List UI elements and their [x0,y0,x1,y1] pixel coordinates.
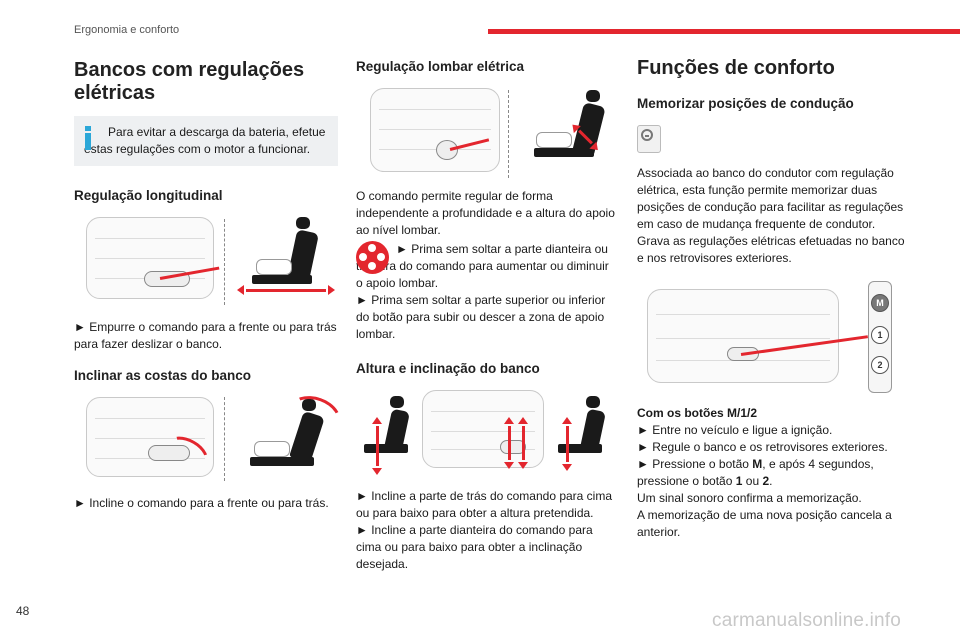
text-memory-para1: Associada ao banco do condutor com regul… [637,166,904,231]
seat-side-view-lumbar [518,88,608,174]
figure-longitudinal [74,213,338,309]
lumbar-step1-block: ► Prima sem soltar a parte dianteira ou … [356,241,618,292]
column-lumbar-height: Regulação lombar elétrica O comando perm… [356,50,618,573]
figure-lumbar [356,84,618,180]
height-arrow-rear [372,417,382,475]
heading-height: Altura e inclinação do banco [356,361,540,376]
tilt-arrow-front [562,417,572,471]
seat-cushion-illustration-3 [370,88,500,172]
text-memory-step1: ► Entre no veículo e ligue a ignição. [637,423,833,437]
lumbar-control-icon [356,241,389,274]
seat-side-view [244,217,334,303]
heading-lumbar: Regulação lombar elétrica [356,59,525,74]
memory-m-button[interactable]: M [871,294,889,312]
text-longitudinal: ► Empurre o comando para a frente ou par… [74,320,337,351]
text-memory-step2: ► Regule o banco e os retrovisores exter… [637,440,888,454]
steering-wheel-memory-icon [637,125,661,153]
text-height-step2: ► Incline a parte dianteira do comando p… [356,523,593,571]
memory-button-panel: M 1 2 [868,281,892,393]
battery-notice: Para evitar a descarga da bateria, efetu… [74,116,338,166]
column-seat-settings: Bancos com regulações elétricas Para evi… [74,50,348,512]
text-height-step1: ► Incline a parte de trás do comando par… [356,489,613,520]
text-memory-confirm: Um sinal sonoro confirma a memorização. [637,491,862,505]
lumbar-switch [436,140,458,160]
height-arrow-switch-a [504,417,514,469]
heading-longitudinal: Regulação longitudinal [74,188,223,203]
backrest-switch [148,445,190,461]
page-number: 48 [16,604,30,618]
height-arrow-switch-b [518,417,528,469]
slide-arrow [237,285,335,295]
text-memory-para2: Grava as regulações elétricas efetuadas … [637,234,905,265]
section-title-electric-seats: Bancos com regulações elétricas [74,59,305,104]
figure-memory: M 1 2 [637,281,905,393]
battery-notice-text: Para evitar a descarga da bateria, efetu… [84,125,326,156]
seat-cushion-illustration-2 [86,397,214,477]
memory-2-button[interactable]: 2 [871,356,889,374]
header-accent-bar [488,29,960,34]
seat-side-view-height-rear [360,390,420,472]
figure-backrest [74,388,348,485]
seat-side-view-height-front [552,390,612,472]
text-lumbar-intro: O comando permite regular de forma indep… [356,189,615,237]
height-switch [500,440,526,454]
text-backrest: ► Incline o comando para a frente ou par… [74,496,329,510]
section-title-comfort: Funções de conforto [637,57,835,79]
watermark: carmanualsonline.info [712,610,902,631]
figure-divider [224,219,225,305]
seat-side-view-recline [244,397,334,481]
text-memory-step3: ► Pressione o botão M, e após 4 segundos… [637,457,874,488]
memory-1-button[interactable]: 1 [871,326,889,344]
column-comfort-functions: Funções de conforto Memorizar posições d… [637,50,905,541]
text-memory-cancel: A memorização de uma nova posição cancel… [637,508,892,539]
header-section-title: Ergonomia e conforto [74,24,180,36]
text-lumbar-step2: ► Prima sem soltar a parte superior ou i… [356,293,606,341]
figure-height [356,386,618,476]
seat-cushion-illustration-4 [422,390,544,468]
heading-buttons: Com os botões M/1/2 [637,406,758,420]
heading-backrest: Inclinar as costas do banco [74,368,252,383]
seat-cushion-illustration-5 [647,289,839,383]
figure-divider-3 [508,90,509,178]
text-lumbar-step1: ► Prima sem soltar a parte dianteira ou … [356,242,609,290]
info-icon [84,126,92,150]
figure-divider-2 [224,397,225,481]
heading-memory: Memorizar posições de condução [637,96,854,111]
